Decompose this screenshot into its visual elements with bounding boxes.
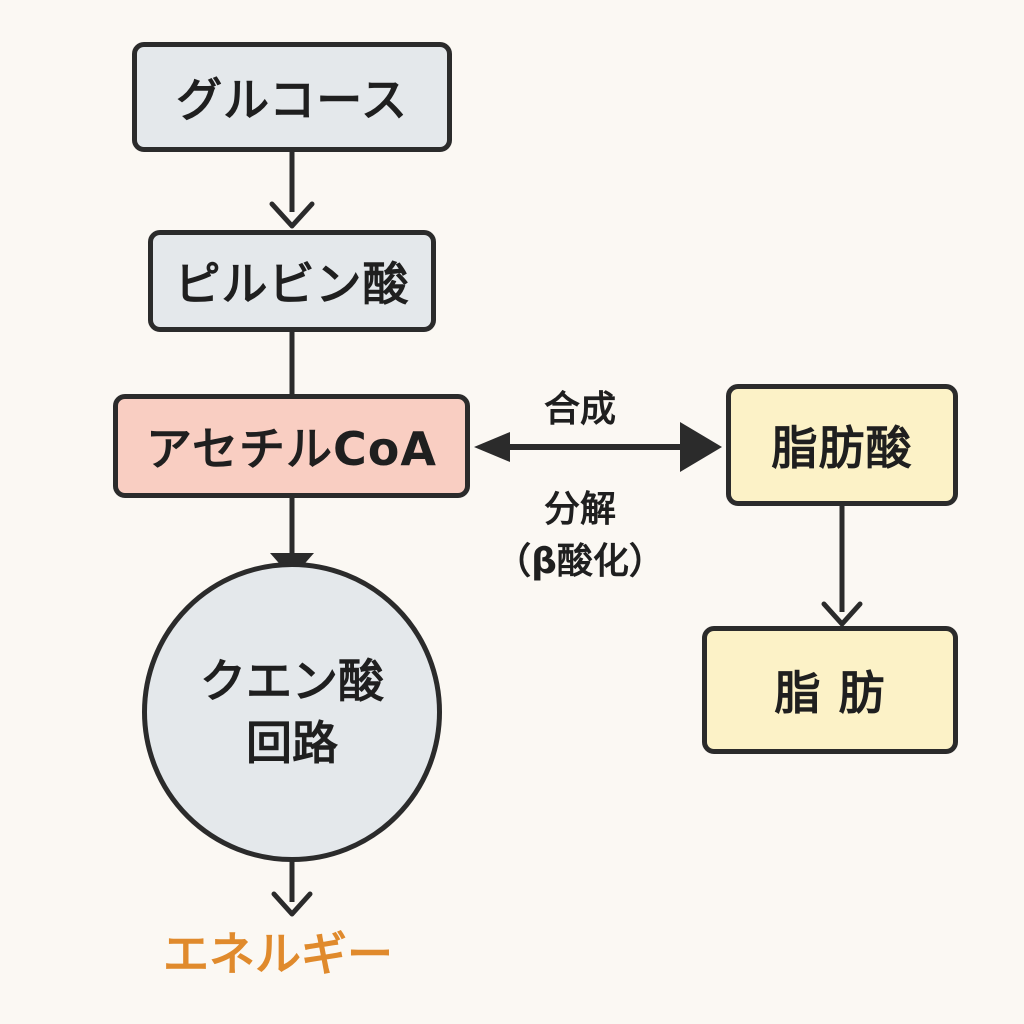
node-citric-cycle-line2: 回路: [246, 716, 338, 770]
edge-label-beta-oxidation: （β酸化）: [478, 532, 682, 584]
arrowhead-cycle-to-energy: [271, 891, 313, 917]
node-fat: 脂 肪: [702, 626, 958, 754]
arrowhead-fattyacid-to-fat: [821, 601, 863, 627]
node-citric-acid-cycle: クエン酸 回路: [142, 562, 442, 862]
node-fatty-acid-label: 脂肪酸: [771, 421, 913, 475]
node-fatty-acid: 脂肪酸: [726, 384, 958, 506]
edge-label-breakdown-text: 分解: [543, 489, 616, 530]
edge-label-breakdown: 分解: [500, 480, 660, 532]
output-energy: エネルギー: [163, 918, 393, 984]
arrowhead-left-breakdown: [474, 432, 510, 462]
node-fat-label: 脂 肪: [774, 666, 886, 720]
edge-label-synthesis: 合成: [500, 380, 660, 432]
output-energy-label: エネルギー: [163, 927, 393, 981]
node-glucose: グルコース: [132, 42, 452, 152]
node-acetyl-coa: アセチルCoA: [113, 394, 470, 498]
node-pyruvate-label: ピルビン酸: [174, 257, 410, 311]
node-glucose-label: グルコース: [176, 73, 408, 127]
node-acetyl-coa-label: アセチルCoA: [145, 422, 438, 476]
node-citric-cycle-line1: クエン酸: [200, 653, 384, 708]
node-pyruvate: ピルビン酸: [148, 230, 436, 332]
edge-label-synthesis-text: 合成: [543, 389, 616, 430]
arrowhead-glucose-to-pyruvate: [269, 201, 315, 229]
arrowhead-right-synthesis: [680, 422, 722, 472]
edge-label-beta-oxidation-text: （β酸化）: [495, 541, 665, 582]
